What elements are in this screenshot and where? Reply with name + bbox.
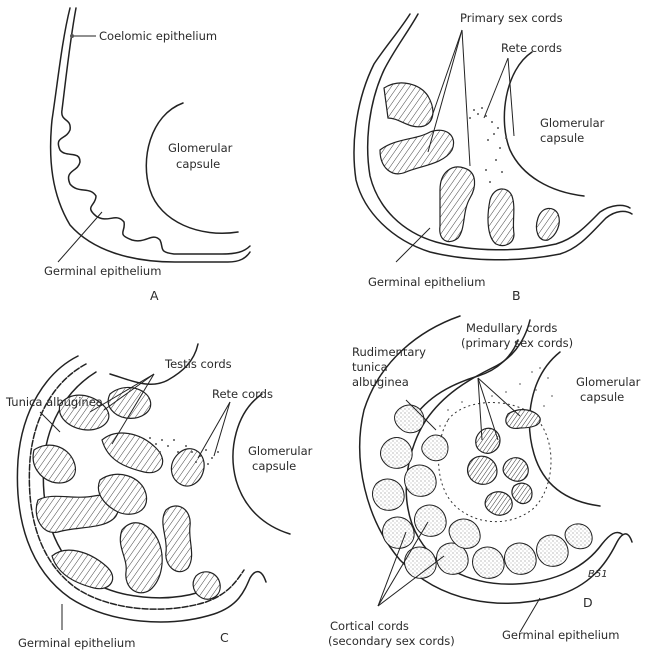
primary-sex-cord <box>488 189 514 246</box>
medullary-cord <box>485 492 512 516</box>
panel-d: Medullary cords (primary sex cords) Rudi… <box>328 316 641 648</box>
leader-primary-3 <box>462 30 470 166</box>
cortical-cord <box>473 547 505 578</box>
testis-cord <box>120 523 162 593</box>
rete-cords-stipple <box>469 107 507 183</box>
panel-a-outer-wall <box>51 8 250 262</box>
label-albuginea: albuginea <box>352 375 409 389</box>
label-germinal-epithelium-c: Germinal epithelium <box>18 636 135 650</box>
panel-b: Primary sex cords Rete cords Glomerular … <box>354 11 632 303</box>
label-rete-cords-c: Rete cords <box>212 387 273 401</box>
label-cortical-cords: Cortical cords <box>330 619 409 633</box>
label-capsule-d: capsule <box>580 390 624 404</box>
label-secondary-sex-cords: (secondary sex cords) <box>328 634 455 648</box>
label-tunica: tunica <box>352 360 388 374</box>
label-capsule-b: capsule <box>540 131 584 145</box>
medullary-cord <box>476 428 500 453</box>
label-glomerular-b: Glomerular <box>540 116 605 130</box>
testis-cord <box>33 445 75 483</box>
label-coelomic-epithelium: Coelomic epithelium <box>99 29 217 43</box>
panel-a: Coelomic epithelium Glomerular capsule G… <box>44 8 250 303</box>
cortical-cord <box>537 535 569 566</box>
cortical-cord <box>383 517 415 548</box>
primary-sex-cord <box>536 208 559 240</box>
label-rudimentary: Rudimentary <box>352 345 426 359</box>
label-rete-cords-b: Rete cords <box>501 41 562 55</box>
artist-signature: B51 <box>588 569 608 580</box>
medullary-cord <box>506 410 540 429</box>
cortical-cord <box>505 543 537 574</box>
leader-dot <box>70 34 74 38</box>
testis-cord <box>102 433 163 473</box>
label-medullary-cords: Medullary cords <box>466 321 557 335</box>
label-primary-sex-cords-d: (primary sex cords) <box>461 336 573 350</box>
label-germinal-epithelium-d: Germinal epithelium <box>502 628 619 642</box>
primary-sex-cord <box>384 83 433 127</box>
cortical-cord <box>565 524 592 549</box>
medullary-cord <box>503 458 528 482</box>
leader-rete-b-2 <box>508 58 514 136</box>
label-germinal-epithelium-a: Germinal epithelium <box>44 264 161 278</box>
panel-letter-b: B <box>512 288 521 303</box>
testis-cord <box>171 449 204 486</box>
cortical-cord <box>422 435 448 461</box>
primary-sex-cord <box>440 167 475 242</box>
panel-letter-d: D <box>583 595 593 610</box>
primary-sex-cord <box>380 130 454 174</box>
testis-cord <box>193 572 220 599</box>
cortical-cord <box>381 438 413 469</box>
label-glomerular-c: Glomerular <box>248 444 313 458</box>
panel-c: Tunica albuginea Testis cords Rete cords… <box>5 344 313 650</box>
medullary-cord <box>468 456 497 484</box>
label-capsule-a: capsule <box>176 157 220 171</box>
leader-rete-c-2 <box>214 402 230 456</box>
cortical-cord <box>415 505 447 536</box>
label-capsule-c: capsule <box>252 459 296 473</box>
leader-rete-c-1 <box>198 402 230 458</box>
testis-cord <box>52 550 113 589</box>
label-germinal-epithelium-b: Germinal epithelium <box>368 275 485 289</box>
testis-cord <box>163 506 192 572</box>
panel-letter-a: A <box>150 288 159 303</box>
label-primary-sex-cords: Primary sex cords <box>460 11 563 25</box>
label-testis-cords: Testis cords <box>164 357 232 371</box>
cortical-cord <box>395 405 424 433</box>
panel-d-upper-wall <box>412 340 518 420</box>
leader-germinal-a <box>58 212 102 262</box>
medullary-cord <box>512 483 532 503</box>
label-glomerular-a: Glomerular <box>168 141 233 155</box>
label-glomerular-d: Glomerular <box>576 375 641 389</box>
cortical-cord <box>405 465 437 496</box>
cortical-cord <box>373 479 405 510</box>
label-tunica-albuginea: Tunica albuginea <box>5 395 103 409</box>
leader-primary-1 <box>430 30 462 122</box>
panel-letter-c: C <box>220 630 229 645</box>
